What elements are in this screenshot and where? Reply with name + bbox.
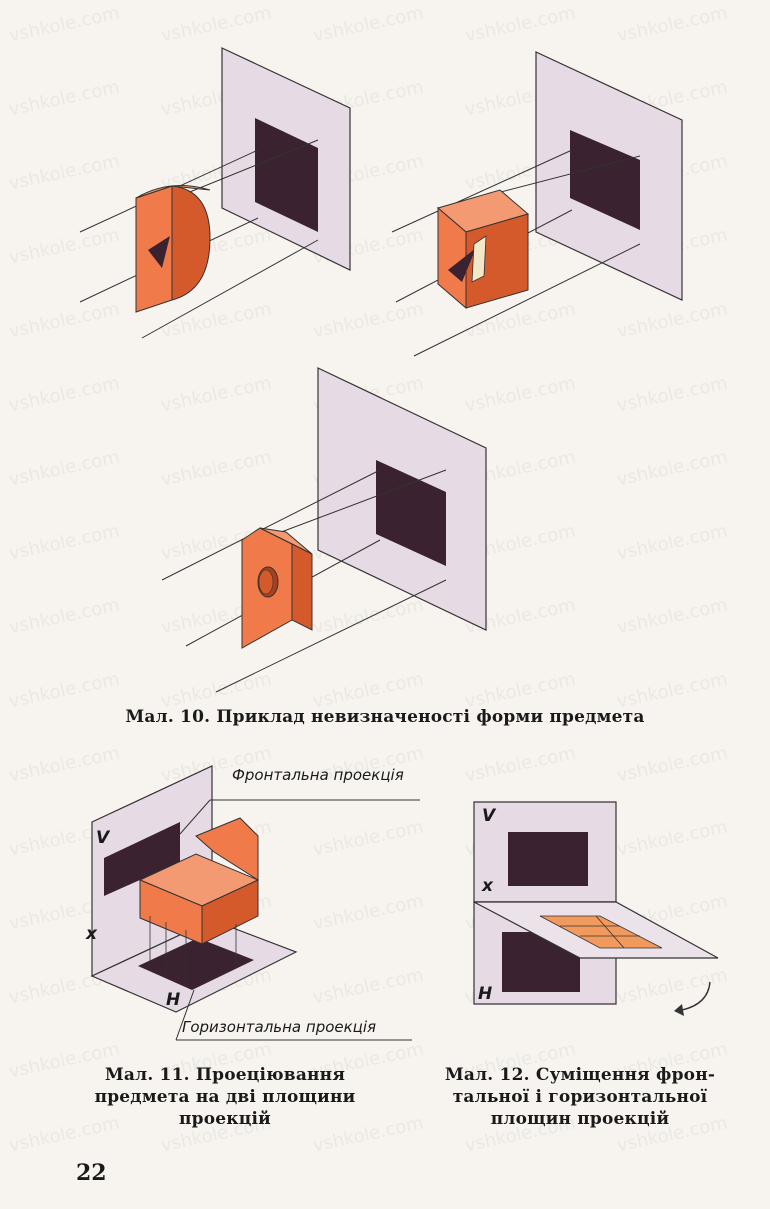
fig11-caption: Мал. 11. Проеціювання предмета на дві пл… [70, 1064, 380, 1130]
fig10-object-c [161, 367, 487, 693]
fig11-label-horizontal: Горизонтальна проекція [182, 1018, 377, 1036]
fig11-caption-line: проекцій [179, 1109, 271, 1129]
page-number: 22 [76, 1160, 107, 1186]
fig12-caption-line: площин проекцій [490, 1109, 670, 1129]
fig10-caption: Мал. 10. Приклад невизначеності форми пр… [125, 707, 645, 727]
fig11-caption-line: предмета на дві площини [94, 1087, 356, 1107]
fig10-object-a [79, 47, 351, 339]
fig12-drawing [473, 801, 719, 1016]
fig12-axis-v: V [482, 806, 496, 826]
fig12-axis-x: x [482, 876, 493, 896]
fig12-caption: Мал. 12. Суміщення фрон- тальної і гориз… [410, 1064, 750, 1130]
fig11-axis-h: H [166, 990, 181, 1010]
fig11-axis-x: x [86, 924, 97, 944]
fig10-object-b [391, 51, 683, 357]
fig12-caption-line: Мал. 12. Суміщення фрон- [444, 1065, 716, 1085]
fig11-caption-line: Мал. 11. Проеціювання [104, 1065, 346, 1085]
fig11-axis-v: V [96, 828, 110, 848]
fig11-label-frontal: Фронтальна проекція [232, 766, 404, 784]
fig11-drawing [90, 765, 420, 1041]
fig12-axis-h: H [478, 984, 493, 1004]
fig12-caption-line: тальної і горизонтальної [452, 1087, 708, 1107]
